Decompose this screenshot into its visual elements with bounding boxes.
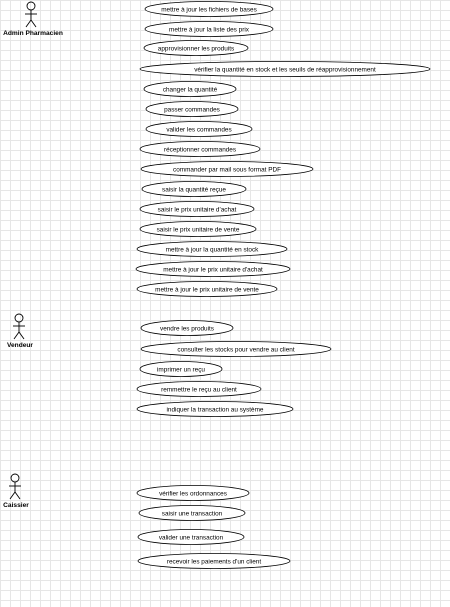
use-case-label: approvisionner les produits — [158, 46, 234, 53]
use-case[interactable]: mettre à jour la quantité en stock — [136, 241, 288, 257]
use-case[interactable]: mettre à jour les fichiers de bases — [144, 1, 274, 17]
actor-head — [10, 473, 20, 483]
use-case-label: saisir une transaction — [162, 511, 223, 518]
use-case-label: passer commandes — [164, 107, 220, 114]
actor-admin-pharmacien[interactable]: Admin Pharmacien — [3, 1, 63, 37]
use-case[interactable]: vérifier la quantité en stock et les seu… — [139, 61, 431, 77]
use-case-label: mettre à jour le prix unitaire d'achat — [163, 267, 263, 274]
use-case-label: mettre à jour la liste des prix — [169, 27, 250, 34]
use-case[interactable]: saisir une transaction — [138, 505, 246, 521]
use-case[interactable]: réceptionner commandes — [139, 141, 261, 157]
actor-leg-right — [18, 331, 25, 340]
actor-leg-right — [14, 491, 21, 500]
use-case-label: remmettre le reçu au client — [161, 387, 237, 394]
use-case[interactable]: passer commandes — [145, 101, 239, 117]
use-case[interactable]: saisir le prix unitaire de vente — [139, 221, 257, 237]
use-case-label: réceptionner commandes — [164, 147, 236, 154]
actor-leg-right — [30, 19, 37, 28]
use-case-label: mettre à jour les fichiers de bases — [161, 7, 257, 14]
use-case-label: valider les commandes — [166, 127, 231, 134]
use-case-label: consulter les stocks pour vendre au clie… — [177, 347, 294, 354]
use-cases-admin-pharmacien: mettre à jour les fichiers de bases mett… — [135, 1, 431, 297]
use-case[interactable]: imprimer un reçu — [139, 361, 223, 377]
use-case[interactable]: saisir le prix unitaire d'achat — [139, 201, 255, 217]
use-cases-caissier: vérifier les ordonnances saisir une tran… — [136, 485, 291, 569]
actor-caissier[interactable]: Caissier — [3, 473, 29, 509]
actor-name: Admin Pharmacien — [3, 30, 63, 37]
use-case[interactable]: approvisionner les produits — [143, 40, 249, 56]
use-case[interactable]: changer la quantité — [143, 81, 237, 97]
use-case-label: indiquer la transaction au système — [167, 407, 264, 414]
use-case-label: saisir le prix unitaire de vente — [157, 227, 240, 234]
use-case-label: vérifier la quantité en stock et les seu… — [194, 67, 376, 74]
use-case[interactable]: mettre à jour le prix unitaire d'achat — [135, 261, 291, 277]
actor-vendeur[interactable]: Vendeur — [7, 313, 33, 349]
use-case-label: saisir la quantité reçue — [162, 187, 226, 194]
use-case[interactable]: vérifier les ordonnances — [136, 485, 250, 501]
use-case[interactable]: mettre à jour le prix unitaire de vente — [136, 281, 278, 297]
actor-leg-left — [25, 19, 32, 28]
use-case[interactable]: recevoir les paiements d'un client — [137, 553, 291, 569]
use-case-label: valider une transaction — [159, 535, 224, 542]
actor-leg-left — [9, 491, 16, 500]
use-case[interactable]: vendre les produits — [140, 320, 234, 336]
use-case[interactable]: remmettre le reçu au client — [136, 381, 262, 397]
use-case-label: mettre à jour le prix unitaire de vente — [155, 287, 259, 294]
actor-leg-left — [13, 331, 20, 340]
actor-name: Caissier — [3, 502, 29, 509]
use-case-label: vérifier les ordonnances — [159, 491, 227, 498]
use-case[interactable]: commander par mail sous format PDF — [140, 161, 314, 177]
use-case[interactable]: consulter les stocks pour vendre au clie… — [140, 341, 332, 357]
use-case[interactable]: valider une transaction — [137, 529, 245, 545]
use-case-label: vendre les produits — [160, 326, 214, 333]
use-case[interactable]: saisir la quantité reçue — [141, 181, 247, 197]
use-case-label: recevoir les paiements d'un client — [167, 559, 262, 566]
use-case-label: saisir le prix unitaire d'achat — [158, 207, 237, 214]
actor-head — [26, 1, 36, 11]
use-case-label: commander par mail sous format PDF — [173, 167, 281, 174]
use-case-label: changer la quantité — [163, 87, 218, 94]
use-case[interactable]: valider les commandes — [145, 121, 253, 137]
use-cases-vendeur: vendre les produits consulter les stocks… — [136, 320, 332, 417]
use-case[interactable]: mettre à jour la liste des prix — [144, 21, 274, 37]
use-case-label: imprimer un reçu — [157, 367, 205, 374]
use-case[interactable]: indiquer la transaction au système — [136, 401, 294, 417]
actor-name: Vendeur — [7, 342, 33, 349]
actor-head — [14, 313, 24, 323]
use-case-label: mettre à jour la quantité en stock — [166, 247, 260, 254]
